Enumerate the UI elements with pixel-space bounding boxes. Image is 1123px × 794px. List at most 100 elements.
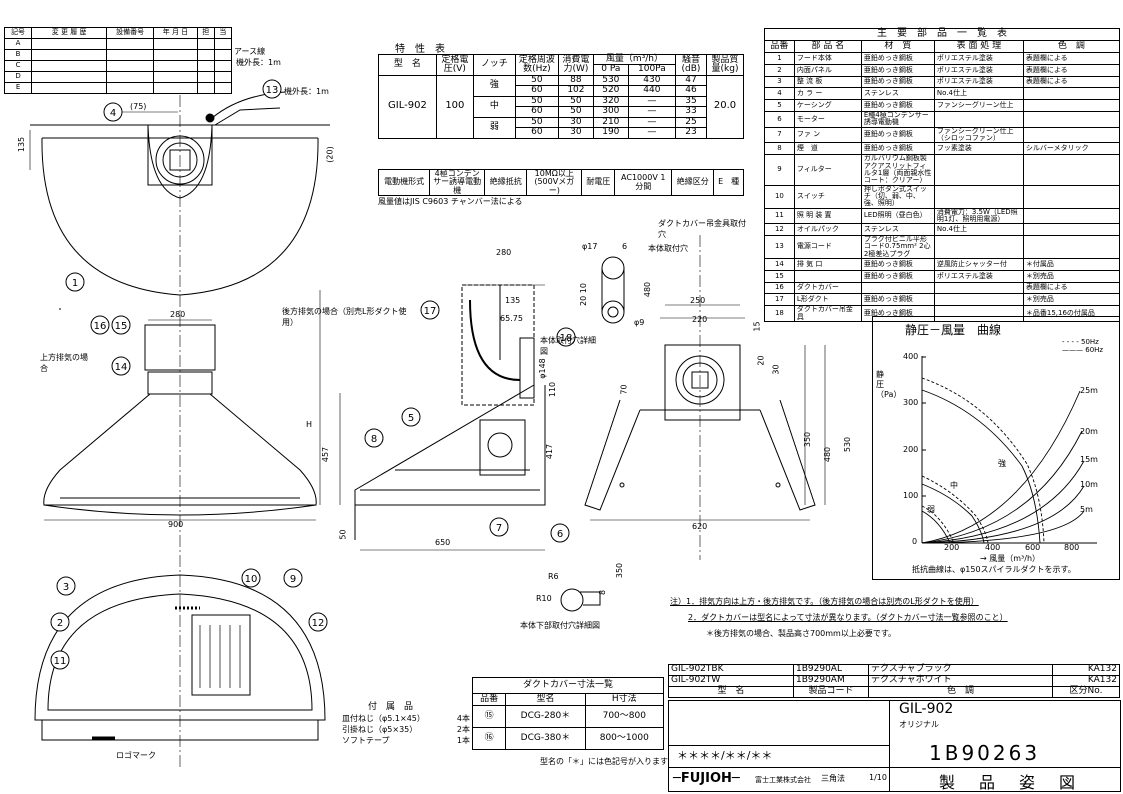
parts-cell: 亜鉛めっき鋼板: [860, 258, 935, 271]
dim-8: 8: [598, 589, 608, 596]
spec-voltage: 100: [435, 74, 474, 139]
rear-view: [584, 344, 816, 511]
xtick: 800: [1064, 543, 1080, 552]
parts-cell: ガルバリウム鋼板製アクアスリットフィルタ1層（両面親水性コート：クリアー）: [860, 154, 935, 186]
ytick: 400: [903, 352, 919, 361]
ytick: 0: [912, 537, 918, 546]
vw-value: AC1000V 1分間: [614, 168, 673, 197]
spec-cell: 46: [675, 85, 707, 97]
label-earth: アース線: [234, 47, 266, 56]
dim-650: 650: [435, 538, 451, 547]
xtick: 200: [944, 543, 960, 552]
tb-cell: KA132: [1052, 675, 1120, 687]
dim-417: 417: [545, 443, 555, 460]
dim-148: φ148: [537, 358, 547, 379]
title-block-body: GIL-902 オリジナル ＊＊＊＊/＊＊/＊＊ 1B90263 ─FUJIOH…: [668, 700, 1121, 792]
svg-text:16: 16: [94, 321, 107, 332]
dim-70: 70: [619, 384, 629, 395]
parts-cell: 逆風防止シャッター付: [933, 258, 1024, 271]
parts-cell: [1022, 87, 1121, 101]
spec-cell: 30: [557, 127, 594, 139]
dim-280: 280: [170, 310, 186, 319]
dim-900: 900: [168, 520, 184, 529]
tb-cell: 1B9290AM: [793, 675, 869, 687]
spec-cell: 430: [627, 74, 677, 87]
tb-h: 型 名: [668, 686, 794, 698]
spec-note: 風量値はJIS C9603 チャンバー法による: [378, 197, 523, 206]
svg-text:17: 17: [424, 306, 437, 317]
spec-h-100pa: 100Pa: [627, 64, 677, 76]
label-bottom-detail: 本体下部取付穴詳細図: [520, 621, 600, 630]
tb-cell: テクスチャブラック: [868, 664, 1053, 676]
label-earth-len: 機外長：1m: [236, 58, 281, 67]
spec-cell: —: [627, 127, 677, 139]
spec-title: 特 性 表: [395, 44, 445, 55]
label-body-hole: 本体取付穴: [648, 244, 688, 253]
front-view: [43, 308, 317, 516]
parts-cell: 18: [764, 305, 795, 322]
dim-6: 6: [622, 242, 628, 251]
parts-cell: 電源コード: [793, 235, 862, 260]
spec-cell: 50: [557, 95, 594, 108]
dim-phi9: φ9: [634, 318, 645, 327]
notch-weak: 弱: [927, 505, 935, 514]
label-up-exhaust: 上方排気の場合: [40, 353, 88, 373]
acc-item: 引掛ねじ（φ5×35）: [342, 725, 418, 734]
parts-cell: ケーシング: [793, 99, 862, 112]
spec-cell: —: [627, 116, 677, 129]
notch-strong: 強: [998, 459, 1006, 468]
ins-label: 絶縁抵抗: [484, 168, 528, 197]
ytick: 200: [903, 445, 919, 454]
spec-cell: 440: [627, 85, 677, 97]
svg-text:3: 3: [63, 582, 69, 593]
tb-scale: 1/10: [869, 773, 887, 782]
ductcover-cell: ⑯: [471, 727, 507, 750]
xtick: 400: [985, 543, 1001, 552]
label-logo: ロゴマーク: [116, 751, 156, 760]
tb-company: 富士工業株式会社: [755, 776, 811, 784]
parts-cell: [933, 154, 1024, 186]
ductcover-h: 品番: [471, 693, 507, 706]
ductcover-title: ダクトカバー寸法一覧: [472, 677, 664, 694]
acc-qty: 2本: [456, 725, 470, 734]
xtick: 600: [1025, 543, 1041, 552]
dim-250: 250: [690, 296, 706, 305]
note-1: 注）1．排気方向は上方・後方排気です。（後方排気の場合は別売のL形ダクトを使用）: [670, 597, 979, 606]
svg-text:2: 2: [57, 618, 63, 629]
svg-text:10: 10: [245, 574, 258, 585]
dim-15: 15: [752, 321, 762, 332]
curve-chart: [921, 356, 1097, 544]
vw-label: 耐電圧: [581, 168, 616, 197]
tb-cell: GIL-902TBK: [668, 664, 794, 676]
spec-cell: —: [627, 95, 677, 108]
ductcover-cell: 700～800: [584, 705, 665, 728]
parts-h: 表 面 処 理: [933, 40, 1024, 53]
dim-H: H: [306, 420, 313, 429]
svg-text:13: 13: [266, 85, 279, 96]
curve-legend-50: - - - - 50Hz: [1062, 338, 1099, 346]
side-view: [354, 284, 546, 540]
parts-cell: [1022, 235, 1121, 260]
top-view: [30, 91, 330, 296]
svg-text:12: 12: [312, 618, 325, 629]
label-hanger: ダクトカバー吊金具取付穴: [658, 219, 746, 239]
dim-50: 50: [338, 529, 348, 540]
ductcover-cell: ⑮: [471, 705, 507, 728]
parts-cell: 表題欄による: [1022, 63, 1121, 77]
parts-cell: 3: [764, 75, 795, 89]
dim-135-side: 135: [505, 296, 521, 305]
cls-label: 絶縁区分: [671, 168, 715, 197]
svg-text:4: 4: [110, 108, 116, 119]
parts-cell: プラグ付ビニル平形コード0.75mm² 2心 2極差込プラグ: [860, 235, 938, 260]
spec-cell: 25: [675, 116, 707, 129]
